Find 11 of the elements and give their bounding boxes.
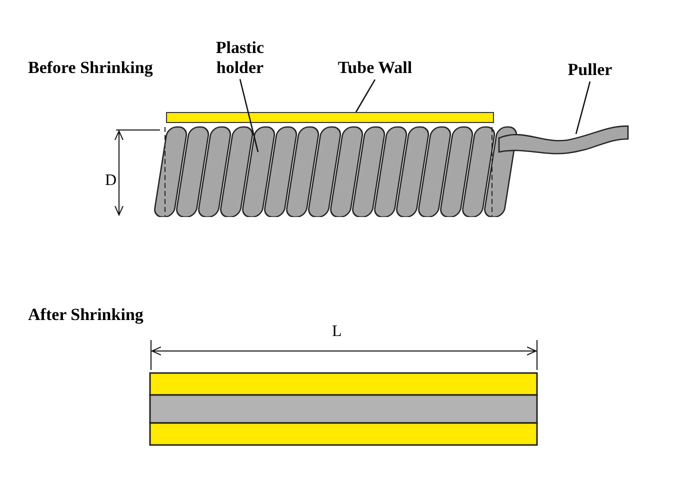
part-label: Puller [560, 60, 620, 80]
leader-line [239, 78, 259, 152]
tube-wall-strip [166, 112, 494, 123]
part-label: Plastic holder [200, 38, 280, 78]
dimension-label: D [105, 172, 117, 190]
leader-line [575, 81, 591, 134]
dimension-label: L [332, 323, 342, 342]
leader-line [355, 79, 376, 112]
section-heading: After Shrinking [28, 305, 144, 325]
section-heading: Before Shrinking [28, 58, 153, 78]
part-label: Tube Wall [320, 58, 430, 78]
